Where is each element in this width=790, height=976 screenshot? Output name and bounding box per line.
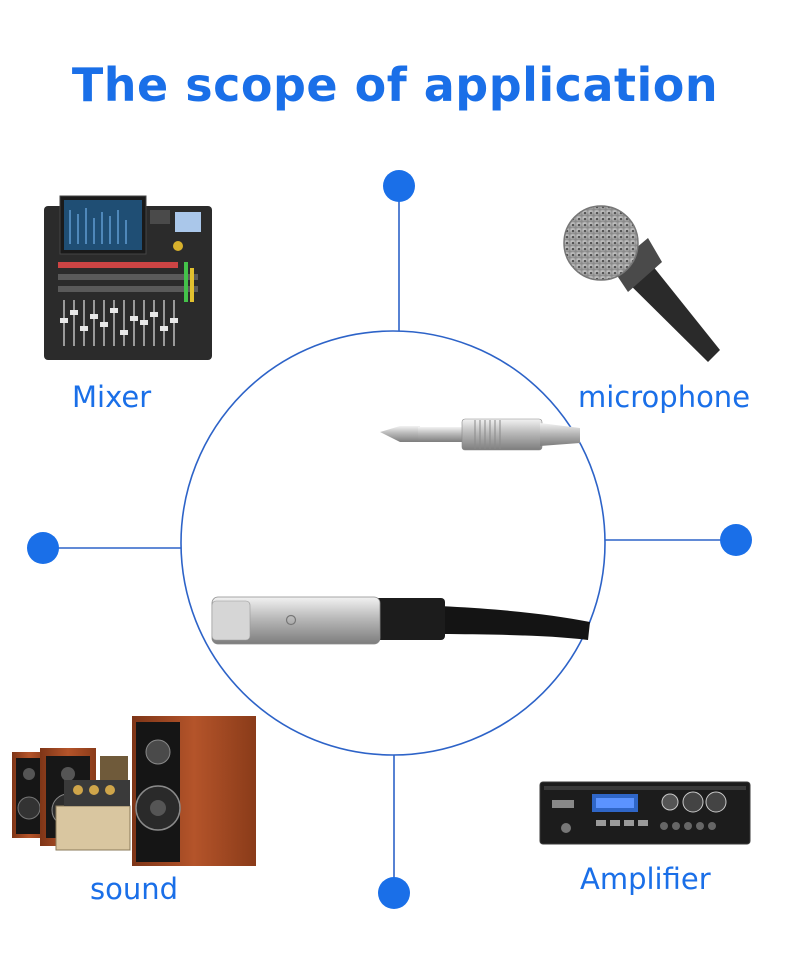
microphone-label: microphone (578, 380, 751, 414)
mixer-label: Mixer (72, 380, 152, 414)
top-dot (383, 170, 415, 202)
amplifier-image (539, 781, 751, 845)
xlr-connector-image (211, 596, 590, 645)
page-title: The scope of application (71, 58, 719, 112)
center-circle (180, 330, 606, 756)
right-dot (720, 524, 752, 556)
speakers-image (12, 716, 256, 866)
mixer-console-image (44, 195, 212, 360)
connector-lines (43, 186, 736, 893)
jack-plug-image (380, 418, 580, 451)
bottom-dot (378, 877, 410, 909)
left-dot (27, 532, 59, 564)
amplifier-label: Amplifier (580, 862, 711, 896)
sound-label: sound (90, 872, 179, 906)
microphone-image (563, 205, 720, 362)
